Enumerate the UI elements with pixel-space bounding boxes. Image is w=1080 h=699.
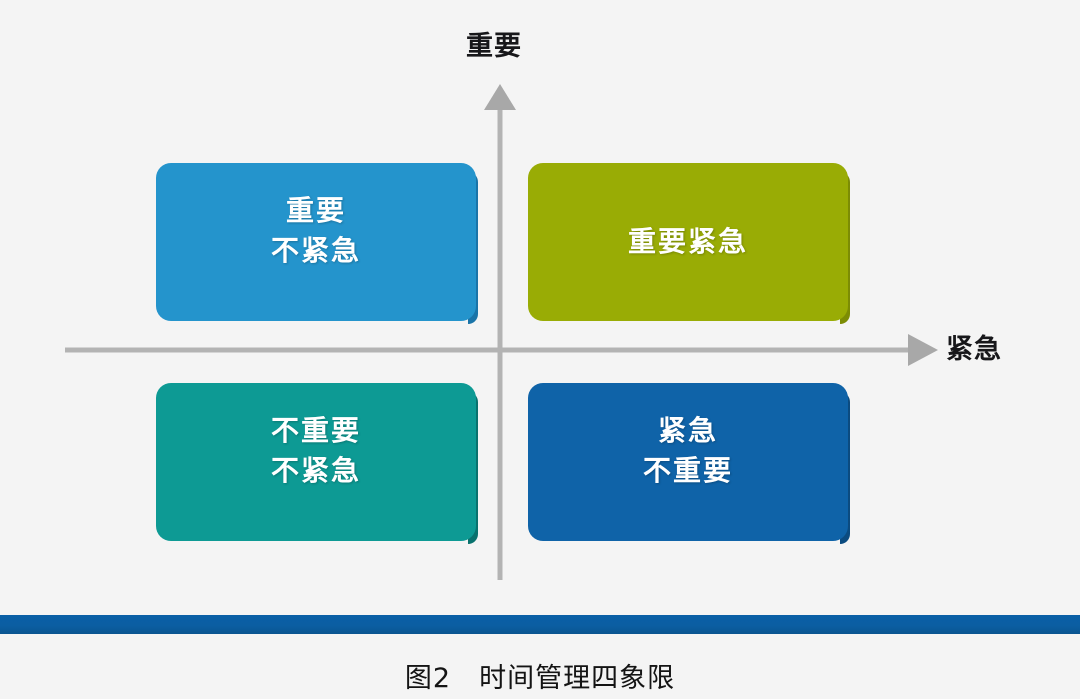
quadrant-urgent-not-important[interactable]: 紧急 不重要 [528, 383, 850, 544]
quadrant-face [528, 163, 848, 321]
horizontal-axis-arrowhead [908, 334, 938, 366]
quadrant-label-group: 紧急 不重要 [528, 411, 848, 491]
quadrant-label-line-2: 不重要 [642, 455, 733, 486]
quadrant-label-group: 不重要 不紧急 [156, 411, 476, 491]
quadrant-face [528, 383, 848, 541]
quadrant-label-line-1: 重要 [285, 195, 346, 227]
quadrant-label-group: 重要 不紧急 [156, 191, 476, 271]
quadrant-label-line-1: 重要紧急 [627, 226, 748, 258]
quadrant-important-not-urgent[interactable]: 重要 不紧急 [156, 163, 478, 324]
quadrant-not-important-not-urgent[interactable]: 不重要 不紧急 [156, 383, 478, 544]
quadrant-face [156, 383, 476, 541]
quadrant-label-line-1: 不重要 [270, 415, 361, 447]
quadrant-label-line-2: 不紧急 [270, 235, 361, 266]
figure-caption: 图2 时间管理四象限 [404, 663, 676, 694]
axis-label-horizontal: 紧急 [946, 334, 1002, 364]
divider-bar [0, 615, 1080, 634]
axis-label-vertical: 重要 [466, 31, 522, 61]
quadrant-face [156, 163, 476, 321]
vertical-axis-arrowhead [484, 84, 516, 110]
quadrant-label-line-2: 不紧急 [270, 455, 361, 486]
quadrant-important-urgent[interactable]: 重要紧急 [528, 163, 850, 324]
quadrant-label-group: 重要紧急 [528, 222, 848, 262]
quadrant-label-line-1: 紧急 [657, 415, 718, 447]
